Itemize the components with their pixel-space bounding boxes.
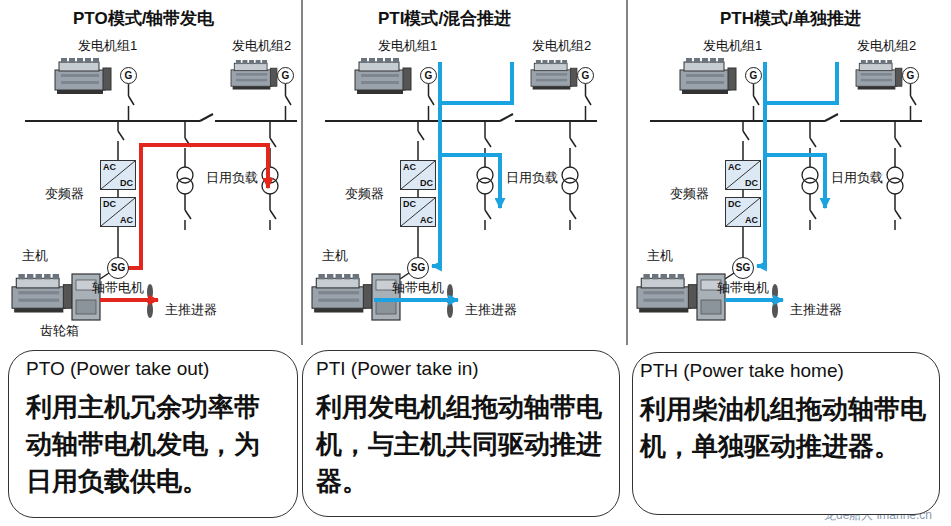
panel-divider [301, 0, 302, 345]
shaft-generator-symbol: SG [732, 257, 754, 279]
wire [117, 227, 119, 257]
panel-illustration [312, 58, 597, 320]
symbol-letter: G [282, 71, 290, 81]
symbol-letter: SG [411, 263, 425, 273]
mode-box: PTO (Power take out) 利用主机冗余功率带动轴带电机发电，为日用… [8, 350, 298, 518]
converter-box: AC DC [100, 160, 136, 190]
diagonal-line [401, 198, 435, 226]
generator-symbol: G [120, 67, 137, 84]
part-label: 发电机组1 [703, 38, 762, 54]
generator-symbol: G [745, 67, 762, 84]
converter-box: DC AC [100, 197, 136, 227]
symbol-letter: G [907, 71, 915, 81]
panel-divider [626, 0, 627, 345]
part-label: 发电机组2 [232, 38, 291, 54]
generator-symbol: G [577, 67, 594, 84]
part-label: 主机 [647, 248, 673, 264]
part-label: 发电机组1 [378, 38, 437, 54]
part-label: 轴带电机 [92, 280, 144, 296]
part-label: 发电机组2 [857, 38, 916, 54]
part-label: 主推进器 [790, 302, 842, 318]
generator-symbol: G [420, 67, 437, 84]
power-flow-blue [374, 62, 512, 300]
mode-title: PTH模式/单独推进 [720, 8, 861, 30]
converter-text: DC [745, 178, 758, 188]
diagonal-line [101, 198, 135, 226]
part-label: 主推进器 [465, 302, 517, 318]
part-label: 主机 [22, 248, 48, 264]
part-label: 日用负载 [206, 170, 258, 186]
mode-description: 利用主机冗余功率带动轴带电机发电，为日用负载供电。 [26, 389, 280, 500]
wire [742, 227, 744, 257]
power-flow-blue [725, 62, 837, 300]
diagonal-line [101, 161, 135, 189]
wire [117, 190, 119, 197]
diagonal-line [401, 161, 435, 189]
part-label: 发电机组2 [532, 38, 591, 54]
converter-text: DC [120, 178, 133, 188]
converter-text: DC [103, 199, 116, 209]
converter-text: AC [403, 162, 416, 172]
part-label: 主机 [322, 248, 348, 264]
part-label: 日用负载 [506, 170, 558, 186]
symbol-letter: G [125, 71, 133, 81]
symbol-letter: SG [736, 263, 750, 273]
converter-box: AC DC [400, 160, 436, 190]
generator-symbol: G [277, 67, 294, 84]
converter-text: DC [403, 199, 416, 209]
diagonal-line [726, 198, 760, 226]
mode-title: PTO模式/轴带发电 [73, 8, 214, 30]
panel-illustration [12, 58, 297, 320]
part-label: 变频器 [670, 186, 709, 202]
converter-text: AC [120, 215, 133, 225]
mode-box: PTI (Power take in) 利用发电机组拖动轴带电机，与主机共同驱动推… [302, 350, 620, 517]
diagonal-line [726, 161, 760, 189]
mode-box: PTH (Power take home) 利用柴油机组拖动轴带电机，单独驱动推进… [632, 352, 940, 515]
shaft-generator-symbol: SG [107, 257, 129, 279]
symbol-letter: G [582, 71, 590, 81]
mode-heading: PTI (Power take in) [316, 357, 606, 381]
part-label: 变频器 [345, 186, 384, 202]
power-flow-red [100, 145, 268, 300]
converter-text: AC [728, 162, 741, 172]
part-label: 轴带电机 [392, 280, 444, 296]
converter-box: AC DC [725, 160, 761, 190]
converter-text: AC [103, 162, 116, 172]
mode-heading: PTH (Power take home) [640, 359, 932, 383]
mode-description: 利用发电机组拖动轴带电机，与主机共同驱动推进器。 [316, 389, 606, 500]
converter-text: DC [420, 178, 433, 188]
wire [417, 190, 419, 197]
part-label: 日用负载 [831, 170, 883, 186]
wire [417, 227, 419, 257]
part-label: 发电机组1 [78, 38, 137, 54]
panel-illustration [637, 58, 922, 320]
converter-text: AC [745, 215, 758, 225]
mode-heading: PTO (Power take out) [26, 357, 280, 381]
part-label: 轴带电机 [717, 280, 769, 296]
symbol-letter: G [425, 71, 433, 81]
part-label: 齿轮箱 [40, 323, 79, 339]
symbol-letter: G [750, 71, 758, 81]
generator-symbol: G [902, 67, 919, 84]
converter-box: DC AC [400, 197, 436, 227]
shaft-generator-symbol: SG [407, 257, 429, 279]
converter-text: AC [420, 215, 433, 225]
symbol-letter: SG [111, 263, 125, 273]
mode-title: PTI模式/混合推进 [378, 8, 511, 30]
converter-text: DC [728, 199, 741, 209]
converter-box: DC AC [725, 197, 761, 227]
part-label: 变频器 [45, 186, 84, 202]
mode-description: 利用柴油机组拖动轴带电机，单独驱动推进器。 [640, 391, 932, 465]
wire [742, 190, 744, 197]
part-label: 主推进器 [165, 302, 217, 318]
